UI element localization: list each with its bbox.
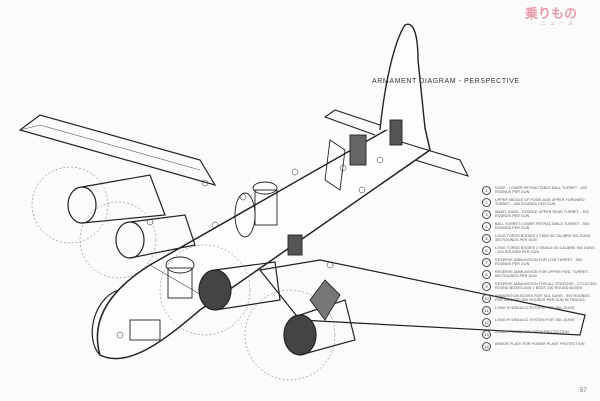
legend: 1 NOSE - LOWER RETRACTABLE BALL TURRET - … (482, 186, 597, 354)
legend-number: 5 (482, 234, 491, 243)
legend-item: 7 RESERVE AMMUNITION FOR LOW TURRET - 500… (482, 258, 597, 267)
legend-number: 10 (482, 294, 491, 303)
legend-text: UPPER MIDDLE OF FUSELAGE UPPER FORWARD T… (495, 198, 585, 207)
legend-item: 9 RESERVE AMMUNITION FOR ALL STATIONS - 2… (482, 282, 597, 291)
logo-sub-text: ニュース (541, 21, 577, 27)
left-wing (18, 114, 217, 186)
legend-item: 13 ARMOR PLATE FOR CREW PROTECTION (482, 330, 597, 339)
legend-text: NOSE - LOWER RETRACTABLE BALL TURRET - 4… (495, 186, 587, 195)
legend-number: 9 (482, 282, 491, 291)
legend-text: AMMUNITION BOXES FOR TAIL GUNS - 500 ROU… (495, 294, 590, 303)
right-wing (258, 259, 586, 336)
legend-item: 4 BALL TURRET LOWER RETRACTABLE TURRET - … (482, 222, 597, 231)
legend-number: 12 (482, 318, 491, 327)
legend-item: 5 LONG TORSO BODIES 2 TWIN 50 CALIBRE MG … (482, 234, 597, 243)
legend-text: LONG HYDRAULIC SYSTEM FOR TAIL GUNS (495, 306, 575, 310)
vertical-tail (379, 23, 426, 131)
legend-number: 3 (482, 210, 491, 219)
legend-number: 4 (482, 222, 491, 231)
legend-text: LONG TORSO BODIES 2 TWIN 50 CALIBRE MG G… (495, 234, 593, 243)
legend-item: 1 NOSE - LOWER RETRACTABLE BALL TURRET - … (482, 186, 597, 195)
legend-number: 11 (482, 306, 491, 315)
legend-text: RESERVE AMMUNITION FOR UPPER FWD. TURRET… (495, 270, 591, 279)
diagram-title: ARMAMENT DIAGRAM - PERSPECTIVE (372, 78, 520, 85)
legend-text: RESERVE AMMUNITION FOR LOW TURRET - 500 … (495, 258, 583, 267)
internal-equipment (129, 119, 403, 341)
legend-item: 11 LONG HYDRAULIC SYSTEM FOR TAIL GUNS (482, 306, 597, 315)
legend-item: 6 LONG TORSO BODIES 2 SINGLE 50 CALIBRE M… (482, 246, 597, 255)
legend-text: WAIST GUNS - DOUBLE UPPER REAR TURRET - … (495, 210, 589, 219)
callout-markers (116, 156, 384, 339)
legend-number: 8 (482, 270, 491, 279)
legend-item: 2 UPPER MIDDLE OF FUSELAGE UPPER FORWARD … (482, 198, 597, 207)
legend-number: 2 (482, 198, 491, 207)
legend-text: RESERVE AMMUNITION FOR ALL STATIONS - 2 … (495, 282, 597, 291)
legend-text: LONG HYDRAULIC SYSTEM FOR TAIL GUNS (495, 318, 575, 322)
site-logo: 乗りもの ニュース (525, 6, 577, 27)
legend-number: 6 (482, 246, 491, 255)
legend-item: 8 RESERVE AMMUNITION FOR UPPER FWD. TURRE… (482, 270, 597, 279)
legend-text: LONG TORSO BODIES 2 SINGLE 50 CALIBRE MG… (495, 246, 595, 255)
propeller-discs (31, 166, 336, 381)
legend-number: 1 (482, 186, 491, 195)
legend-number: 13 (482, 330, 491, 339)
logo-main-text: 乗りもの (525, 6, 578, 21)
nose-glazing (91, 289, 119, 356)
legend-item: 14 ARMOR PLATE FOR POWER PLANT PROTECTION (482, 342, 597, 351)
legend-text: ARMOR PLATE FOR CREW PROTECTION (495, 330, 569, 334)
page-number: 57 (580, 388, 587, 394)
legend-text: ARMOR PLATE FOR POWER PLANT PROTECTION (495, 342, 585, 346)
legend-item: 12 LONG HYDRAULIC SYSTEM FOR TAIL GUNS (482, 318, 597, 327)
engine-nacelles (67, 174, 356, 356)
legend-number: 14 (482, 342, 491, 351)
legend-item: 3 WAIST GUNS - DOUBLE UPPER REAR TURRET -… (482, 210, 597, 219)
horizontal-stabilizer (394, 139, 470, 177)
legend-item: 10 AMMUNITION BOXES FOR TAIL GUNS - 500 R… (482, 294, 597, 303)
legend-text: BALL TURRET LOWER RETRACTABLE TURRET - 5… (495, 222, 589, 231)
legend-number: 7 (482, 258, 491, 267)
